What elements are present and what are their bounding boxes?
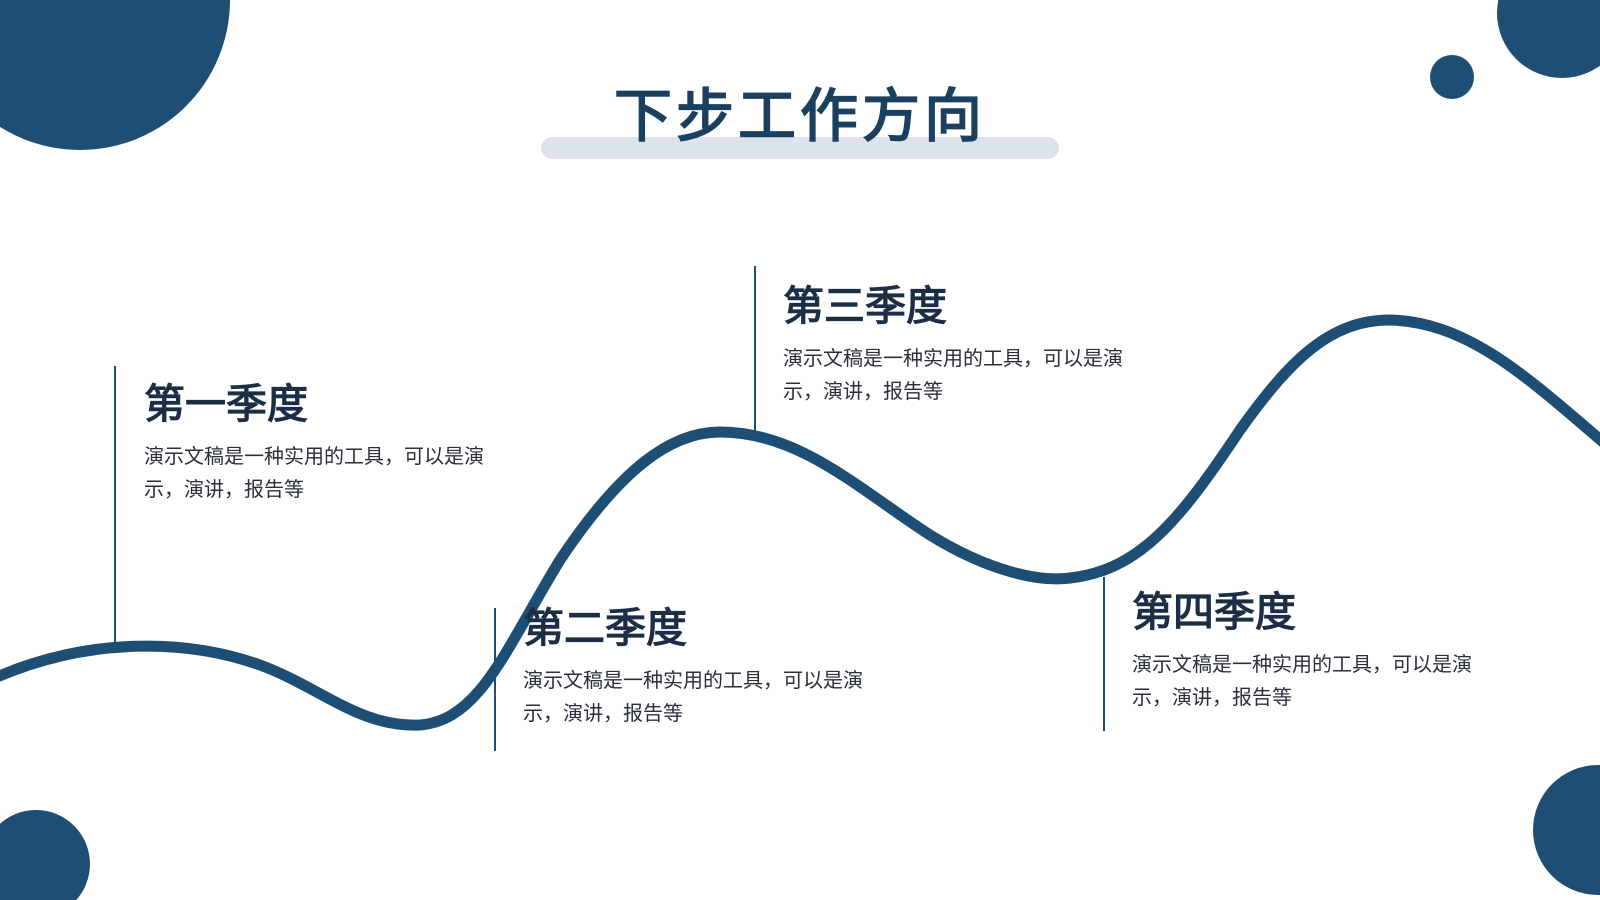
q3-title: 第三季度	[783, 282, 947, 330]
q3-block: 第三季度 演示文稿是一种实用的工具，可以是演示，演讲，报告等	[783, 280, 1163, 408]
q3-marker-line	[754, 266, 756, 432]
q2-description: 演示文稿是一种实用的工具，可以是演示，演讲，报告等	[523, 668, 863, 725]
q4-marker-line	[1103, 577, 1105, 731]
title-underline-bar	[541, 137, 1059, 159]
q1-description: 演示文稿是一种实用的工具，可以是演示，演讲，报告等	[144, 444, 484, 501]
q4-description: 演示文稿是一种实用的工具，可以是演示，演讲，报告等	[1132, 652, 1472, 709]
q2-title: 第二季度	[523, 604, 687, 652]
q1-marker-line	[114, 366, 116, 649]
q2-block: 第二季度 演示文稿是一种实用的工具，可以是演示，演讲，报告等	[523, 602, 903, 730]
q2-marker-line	[494, 608, 496, 751]
q4-title: 第四季度	[1132, 588, 1296, 636]
wave-line	[0, 314, 1600, 731]
q3-description: 演示文稿是一种实用的工具，可以是演示，演讲，报告等	[783, 346, 1123, 403]
decor-circle-top-right-small	[1430, 55, 1474, 99]
q4-block: 第四季度 演示文稿是一种实用的工具，可以是演示，演讲，报告等	[1132, 586, 1512, 714]
q1-title: 第一季度	[144, 380, 308, 428]
q1-block: 第一季度 演示文稿是一种实用的工具，可以是演示，演讲，报告等	[144, 378, 524, 506]
page-title: 下步工作方向	[613, 82, 986, 150]
